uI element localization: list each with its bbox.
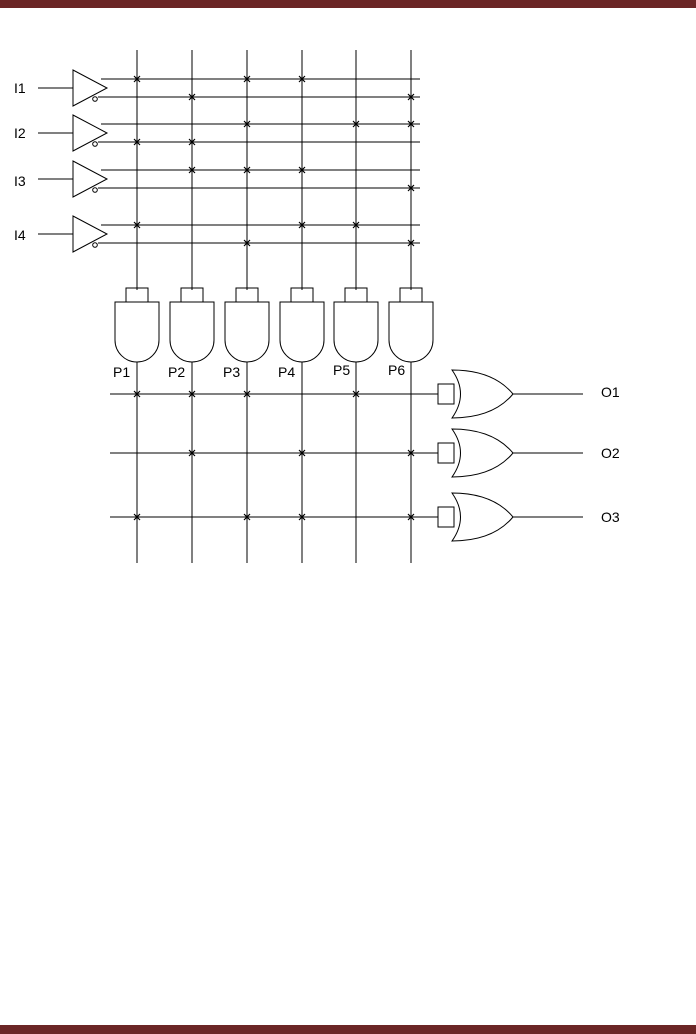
and-fuse-i2n-p1 bbox=[133, 138, 141, 146]
product-label-p5: P5 bbox=[333, 362, 350, 378]
and-fuse-i3-p2 bbox=[188, 166, 196, 174]
or-gate-input-box-1 bbox=[437, 383, 455, 405]
or-fuse-o3-p6 bbox=[407, 513, 415, 521]
or-fuse-o1-p5 bbox=[352, 390, 360, 398]
and-fuse-i3n-p6 bbox=[407, 184, 415, 192]
and-fuse-i1-p3 bbox=[243, 75, 251, 83]
input-label-i2: I2 bbox=[14, 125, 26, 141]
page-bottom-bar bbox=[0, 1025, 696, 1034]
or-fuse-o3-p3 bbox=[243, 513, 251, 521]
inverter-bubble-1 bbox=[92, 96, 98, 102]
and-gate-p4 bbox=[279, 301, 325, 363]
and-fuse-i4-p4 bbox=[298, 221, 306, 229]
and-gate-p1 bbox=[114, 301, 160, 363]
or-gate-o1 bbox=[451, 369, 514, 419]
and-fuse-i1-p4 bbox=[298, 75, 306, 83]
and-gate-p3 bbox=[224, 301, 270, 363]
and-fuse-i2-p3 bbox=[243, 120, 251, 128]
and-fuse-i2-p6 bbox=[407, 120, 415, 128]
and-gate-p5 bbox=[333, 301, 379, 363]
or-fuse-o2-p2 bbox=[188, 449, 196, 457]
inverter-bubble-3 bbox=[92, 187, 98, 193]
input-label-i1: I1 bbox=[14, 80, 26, 96]
product-label-p1: P1 bbox=[113, 364, 130, 380]
input-label-i4: I4 bbox=[14, 227, 26, 243]
and-fuse-i1n-p6 bbox=[407, 93, 415, 101]
or-gate-o2 bbox=[451, 428, 514, 478]
and-fuse-i4-p1 bbox=[133, 221, 141, 229]
and-gate-input-box-1 bbox=[125, 287, 149, 303]
page-top-bar bbox=[0, 0, 696, 8]
output-label-o1: O1 bbox=[601, 384, 620, 400]
or-fuse-o2-p6 bbox=[407, 449, 415, 457]
and-gate-p6 bbox=[388, 301, 434, 363]
and-fuse-i4n-p3 bbox=[243, 239, 251, 247]
and-gate-input-box-6 bbox=[399, 287, 423, 303]
input-buffer-1 bbox=[72, 69, 109, 107]
and-gate-input-box-2 bbox=[180, 287, 204, 303]
and-gate-input-box-4 bbox=[290, 287, 314, 303]
and-gate-p2 bbox=[169, 301, 215, 363]
and-fuse-i3-p3 bbox=[243, 166, 251, 174]
or-fuse-o3-p1 bbox=[133, 513, 141, 521]
inverter-bubble-2 bbox=[92, 141, 98, 147]
or-gate-input-box-2 bbox=[437, 442, 455, 464]
or-fuse-o1-p2 bbox=[188, 390, 196, 398]
input-buffer-2 bbox=[72, 114, 109, 152]
and-fuse-i3-p4 bbox=[298, 166, 306, 174]
input-buffer-4 bbox=[72, 215, 109, 253]
and-fuse-i4-p5 bbox=[352, 221, 360, 229]
or-fuse-o1-p3 bbox=[243, 390, 251, 398]
input-label-i3: I3 bbox=[14, 173, 26, 189]
or-gate-o3 bbox=[451, 492, 514, 542]
product-label-p6: P6 bbox=[388, 362, 405, 378]
inverter-bubble-4 bbox=[92, 242, 98, 248]
or-fuse-o2-p4 bbox=[298, 449, 306, 457]
and-gate-input-box-3 bbox=[235, 287, 259, 303]
output-label-o2: O2 bbox=[601, 445, 620, 461]
and-fuse-i2n-p2 bbox=[188, 138, 196, 146]
or-gate-input-box-3 bbox=[437, 506, 455, 528]
and-gate-input-box-5 bbox=[344, 287, 368, 303]
product-label-p4: P4 bbox=[278, 364, 295, 380]
or-fuse-o3-p4 bbox=[298, 513, 306, 521]
input-buffer-3 bbox=[72, 160, 109, 198]
and-fuse-i2-p5 bbox=[352, 120, 360, 128]
product-label-p3: P3 bbox=[223, 364, 240, 380]
or-fuse-o1-p1 bbox=[133, 390, 141, 398]
output-label-o3: O3 bbox=[601, 509, 620, 525]
product-label-p2: P2 bbox=[168, 364, 185, 380]
and-fuse-i1n-p2 bbox=[188, 93, 196, 101]
and-fuse-i1-p1 bbox=[133, 75, 141, 83]
and-fuse-i4n-p6 bbox=[407, 239, 415, 247]
